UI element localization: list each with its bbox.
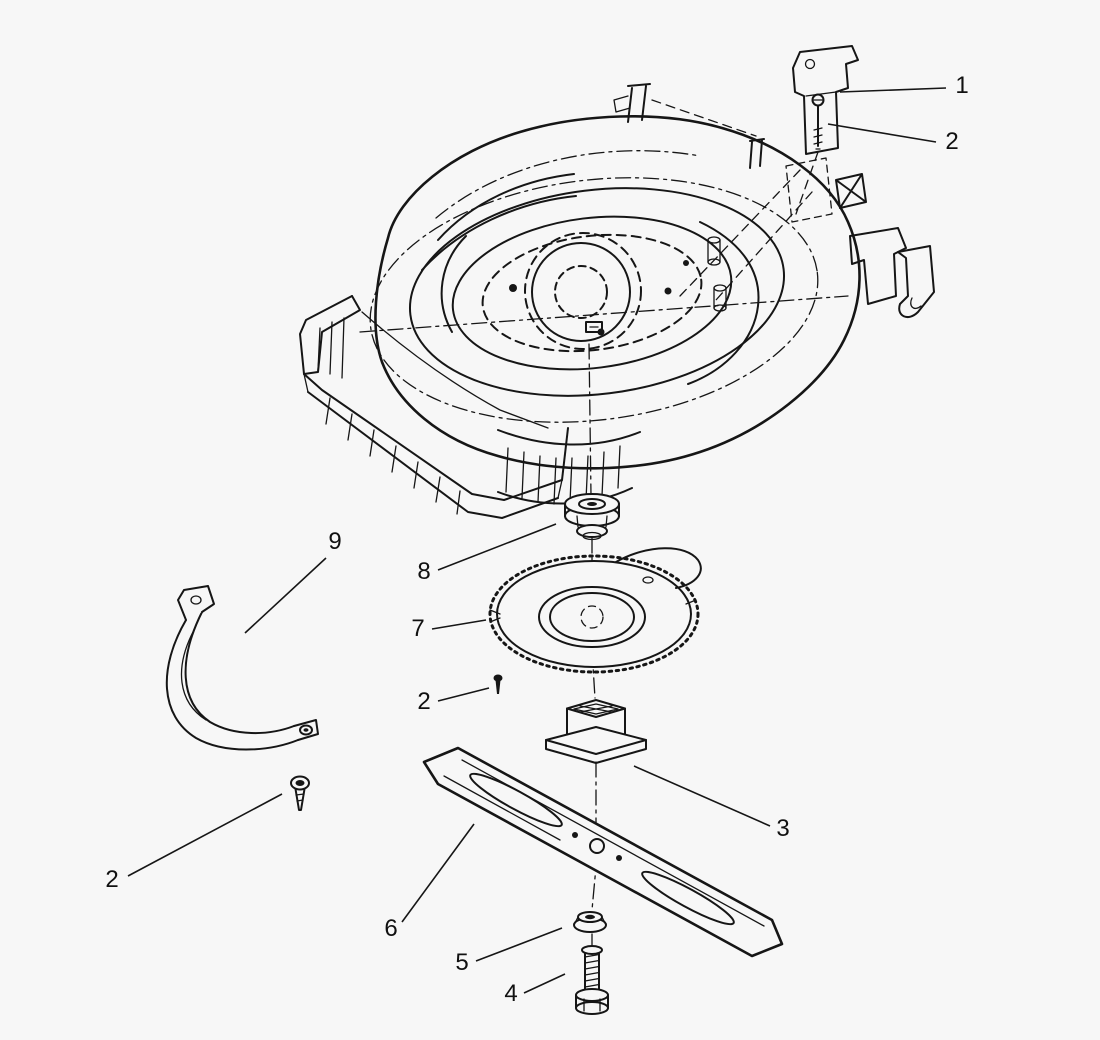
deck-skirt — [299, 295, 569, 519]
leader-line — [127, 793, 283, 877]
bolt-part-bottom — [575, 945, 609, 1015]
mounting-bracket-part — [792, 45, 859, 155]
callout-6-label: 6 — [384, 915, 397, 942]
deck-pin — [707, 236, 721, 266]
leader-line — [827, 123, 937, 143]
washer-part — [573, 911, 607, 933]
bolt-part-top — [811, 93, 825, 150]
leader-line — [839, 87, 947, 93]
deck-bolt-dot — [664, 287, 672, 295]
strap-bracket-part — [165, 585, 319, 751]
callouts: 1 2 9 8 7 2 3 6 5 4 2 — [105, 72, 968, 1007]
callout-3-label: 3 — [776, 815, 789, 842]
blade-adapter-part — [545, 699, 647, 764]
blade-part — [422, 746, 784, 958]
rear-frame-bracket — [785, 157, 935, 319]
blade-center-hole — [589, 838, 605, 854]
leader-line — [244, 557, 327, 634]
callout-5-label: 5 — [455, 949, 468, 976]
deck-bolt-dot — [509, 284, 517, 292]
leader-line — [633, 765, 771, 827]
callout-8-label: 8 — [417, 558, 430, 585]
mower-deck-housing — [299, 83, 935, 519]
leader-line — [437, 523, 557, 571]
deck-post — [749, 138, 765, 169]
callout-7-label: 7 — [411, 615, 424, 642]
leader-line — [523, 973, 566, 994]
callout-1-label: 1 — [955, 72, 968, 99]
deck-bolt-dot — [597, 328, 605, 336]
callout-4-label: 4 — [504, 980, 517, 1007]
deck-post — [613, 83, 651, 123]
leader-line — [431, 619, 487, 630]
disc-part — [488, 547, 702, 674]
screw-part-left — [290, 775, 310, 811]
callout-9-label: 9 — [328, 528, 341, 555]
callout-2-left-label: 2 — [105, 866, 118, 893]
callout-2-center-label: 2 — [417, 688, 430, 715]
leader-line — [401, 823, 475, 923]
screw-part-center — [493, 674, 503, 694]
leader-line — [475, 927, 563, 962]
bearing-part — [564, 493, 620, 541]
callout-2-top-label: 2 — [945, 128, 958, 155]
leader-line — [437, 687, 490, 702]
deck-bolt-dot — [683, 260, 689, 266]
